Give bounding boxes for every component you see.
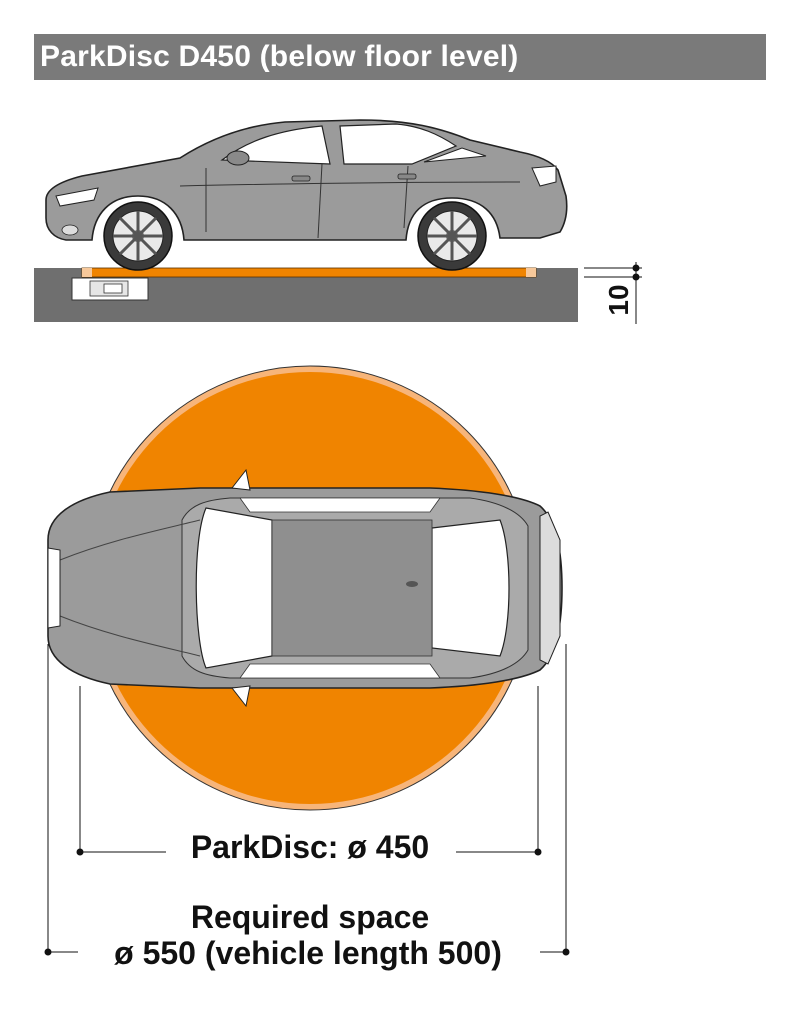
disc-dimension: ParkDisc: ø 450 — [76, 686, 542, 865]
side-view: 10 — [34, 119, 642, 324]
drive-unit — [71, 277, 149, 301]
height-dimension: 10 — [584, 262, 642, 324]
header-bar: ParkDisc D450 (below floor level) — [34, 34, 766, 80]
rear-wheel — [417, 201, 487, 271]
car-side — [45, 119, 568, 271]
required-space-label: Required space — [191, 899, 429, 935]
required-space-dimension: Required space ø 550 (vehicle length 500… — [44, 644, 570, 971]
required-space-diameter-label: ø 550 (vehicle length 500) — [114, 935, 502, 971]
front-wheel — [103, 201, 173, 271]
parkdisc-diameter-label: ParkDisc: ø 450 — [191, 829, 429, 865]
height-label: 10 — [603, 284, 634, 315]
car-top — [47, 468, 563, 708]
page-title: ParkDisc D450 (below floor level) — [40, 40, 519, 73]
top-view: ParkDisc: ø 450 Required space ø 550 (ve… — [44, 365, 570, 971]
disc-platform-side — [81, 267, 537, 278]
